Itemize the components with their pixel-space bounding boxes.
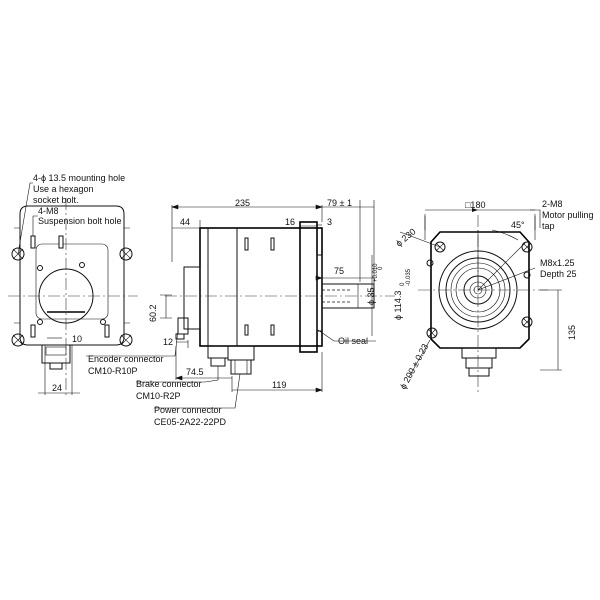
- brake-connector-line1: Brake connector: [136, 379, 202, 389]
- mounting-hole-icon: [426, 241, 533, 339]
- shaft-tol-bot: 0: [378, 266, 384, 270]
- rear-view: [8, 198, 138, 395]
- dim-135-label: 135: [567, 325, 577, 340]
- mounting-hole-note-line2: Use a hexagon: [33, 184, 94, 194]
- tap-note-line2: Motor pulling: [542, 210, 594, 220]
- dim-12-label: 12: [163, 337, 173, 347]
- suspension-note-line1: 4-M8: [38, 206, 59, 216]
- dim-44-label: 44: [180, 217, 190, 227]
- pilot-dia-label: ϕ 114.3: [393, 291, 403, 320]
- encoder-connector-line1: Encoder connector: [88, 354, 164, 364]
- suspension-note-line2: Suspension bolt hole: [38, 216, 122, 226]
- encoder-connector-line2: CM10-R10P: [88, 366, 138, 376]
- dim-119-label: 119: [272, 380, 286, 390]
- power-connector-line2: CE05-2A22-22PD: [154, 417, 227, 427]
- mounting-hole-icon: [11, 247, 133, 347]
- dim-75-label: 75: [334, 266, 344, 276]
- angle-45-label: 45°: [511, 220, 525, 230]
- mounting-hole-note-line1: 4-ϕ 13.5 mounting hole: [33, 173, 125, 183]
- dim-24-label: 24: [52, 383, 62, 393]
- shaft-tap-line2: Depth 25: [540, 269, 577, 279]
- dim-74-5-label: 74.5: [186, 367, 204, 377]
- shaft-dia-label: ϕ 35: [366, 287, 376, 305]
- dim-3-label: 3: [327, 217, 332, 227]
- connector-icon: [207, 345, 255, 375]
- brake-connector-line2: CM10-R2P: [136, 391, 181, 401]
- dim-60-2-label: 60.2: [148, 304, 158, 322]
- power-connector-line1: Power connector: [154, 405, 222, 415]
- dia-200-label: ϕ 200 ± 0.23: [398, 342, 430, 391]
- side-view: [86, 200, 395, 409]
- tap-note-line1: 2-M8: [542, 199, 563, 209]
- tap-note-line3: tap: [542, 221, 555, 231]
- pilot-tol-top: 0: [400, 282, 406, 286]
- oil-seal-label: Oil seal: [338, 336, 368, 346]
- dim-16-label: 16: [285, 217, 295, 227]
- dim-10-label: 10: [72, 334, 82, 344]
- shaft-tap-line1: M8x1.25: [540, 258, 575, 268]
- pilot-tol-bot: -0.035: [406, 268, 412, 286]
- shaft-tol-top: +0.010: [373, 263, 379, 282]
- front-view: [399, 208, 562, 395]
- mounting-hole-note-line3: socket bolt.: [33, 195, 79, 205]
- square-180-label: □180: [465, 200, 485, 210]
- dim-79-label: 79 ± 1: [327, 198, 352, 208]
- suspension-bolt-icon: [30, 235, 110, 338]
- dim-235-label: 235: [235, 198, 250, 208]
